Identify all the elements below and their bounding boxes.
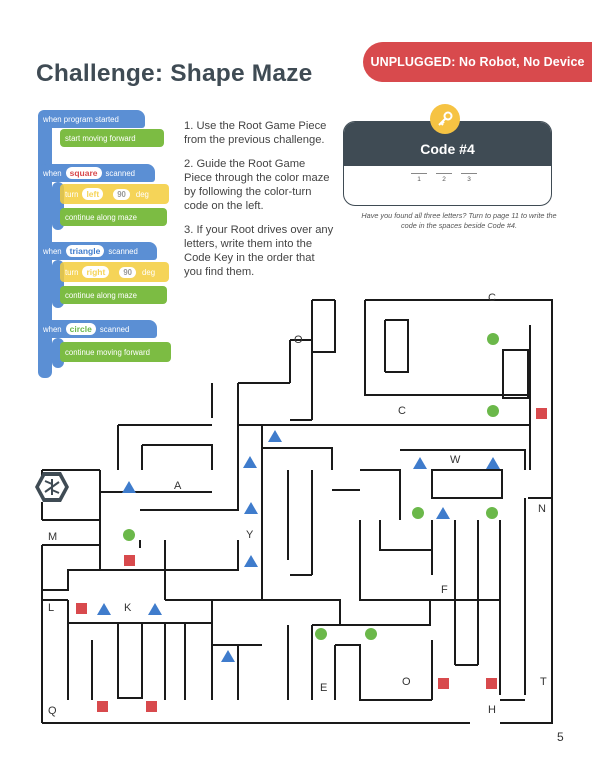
triangle-marker [97, 603, 111, 615]
when-program-started-block: when program started [38, 110, 145, 128]
triangle-pill: triangle [65, 245, 105, 257]
maze-letter: N [538, 503, 546, 515]
instruction-3: 3. If your Root drives over any letters,… [184, 224, 334, 278]
root-robot-icon [35, 472, 69, 502]
triangle-marker [413, 457, 427, 469]
block-text: when [43, 246, 62, 256]
continue-maze-block: continue along maze [60, 208, 167, 226]
triangle-marker [244, 555, 258, 567]
block-text: when [43, 324, 62, 334]
maze-letter: E [320, 682, 328, 694]
square-marker [438, 678, 449, 689]
code-slot[interactable]: 3 [461, 173, 477, 183]
code-blocks: when program started start moving forwar… [38, 110, 178, 380]
circle-marker [365, 628, 377, 640]
circle-marker [123, 529, 135, 541]
square-marker [76, 603, 87, 614]
circle-marker [486, 507, 498, 519]
page-number: 5 [557, 730, 564, 744]
instruction-2: 2. Guide the Root Game Piece through the… [184, 158, 330, 212]
code-card: Code #4 [343, 121, 552, 206]
square-marker [124, 555, 135, 566]
page-title: Challenge: Shape Maze [36, 60, 313, 87]
block-text: continue moving forward [65, 347, 150, 357]
circle-marker [315, 628, 327, 640]
block-text: turn [65, 189, 79, 199]
block-text: scanned [108, 246, 138, 256]
maze-letter: Y [246, 529, 254, 541]
circle-marker [487, 405, 499, 417]
block-text: when [43, 168, 62, 178]
square-marker [146, 701, 157, 712]
key-icon [430, 104, 460, 134]
triangle-marker [436, 507, 450, 519]
continue-forward-block: continue moving forward [60, 342, 171, 362]
left-pill: left [82, 188, 104, 200]
maze-letter: O [402, 676, 411, 688]
maze-letter: T [540, 676, 547, 688]
block-text: scanned [99, 324, 130, 334]
square-marker [97, 701, 108, 712]
maze-letter: K [124, 602, 132, 614]
degree-value: 90 [119, 266, 137, 278]
maze-letter: O [294, 334, 303, 346]
code-slots: 1 2 3 [411, 173, 477, 183]
triangle-marker [148, 603, 162, 615]
triangle-marker [221, 650, 235, 662]
maze-letter: W [450, 454, 461, 466]
maze-letter: C [398, 405, 406, 417]
maze-letter: H [488, 704, 496, 716]
maze-walls [41, 299, 553, 724]
start-moving-block: start moving forward [60, 129, 164, 147]
maze-letter: A [174, 480, 182, 492]
block-text: deg [135, 189, 149, 199]
code-card-note: Have you found all three letters? Turn t… [361, 211, 557, 230]
triangle-marker [122, 481, 136, 493]
maze-letter: L [48, 602, 55, 614]
right-pill: right [82, 266, 110, 278]
unplugged-banner: UNPLUGGED: No Robot, No Device [363, 42, 592, 82]
banner-text: UNPLUGGED: No Robot, No Device [370, 55, 585, 69]
circle-pill: circle [65, 323, 96, 335]
triangle-marker [268, 430, 282, 442]
code-slot[interactable]: 2 [436, 173, 452, 183]
code-slot[interactable]: 1 [411, 173, 427, 183]
maze-letter: C [488, 292, 496, 304]
maze-letter: Q [48, 705, 57, 717]
triangle-marker [243, 456, 257, 468]
instructions: 1. Use the Root Game Piece from the prev… [184, 119, 334, 289]
maze-shapes [76, 333, 547, 712]
block-text: turn [65, 267, 79, 277]
code-card-title: Code #4 [420, 141, 475, 157]
degree-value: 90 [113, 188, 130, 200]
block-text: deg [142, 267, 156, 277]
block-text: when program started [43, 114, 119, 124]
maze-letter: F [441, 584, 448, 596]
triangle-marker [486, 457, 500, 469]
block-text: scanned [105, 168, 135, 178]
block-text: continue along maze [65, 290, 137, 300]
square-marker [486, 678, 497, 689]
circle-marker [487, 333, 499, 345]
maze-letter: M [48, 531, 58, 543]
triangle-marker [244, 502, 258, 514]
circle-marker [412, 507, 424, 519]
square-marker [536, 408, 547, 419]
instruction-1: 1. Use the Root Game Piece from the prev… [184, 120, 327, 146]
square-pill: square [65, 167, 102, 179]
continue-maze-block: continue along maze [60, 286, 167, 304]
block-text: continue along maze [65, 212, 137, 222]
block-text: start moving forward [65, 133, 136, 143]
